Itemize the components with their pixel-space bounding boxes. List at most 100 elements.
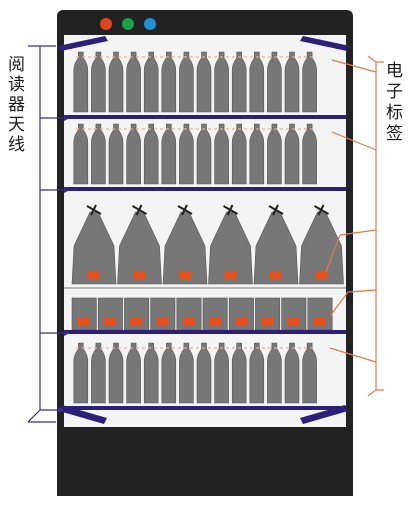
tag-leader-lines — [325, 55, 384, 397]
bottle-icon — [161, 342, 177, 404]
bottle-icon — [284, 342, 300, 404]
bottle-icon — [231, 123, 247, 185]
bottle-icon — [108, 123, 124, 185]
box-icon — [97, 297, 123, 331]
box-icon — [71, 297, 97, 331]
rfid-tag-icon — [287, 317, 300, 325]
rfid-tag-icon — [133, 272, 146, 280]
shelf-bar — [64, 406, 346, 410]
indicator-red-icon — [100, 18, 112, 30]
rfid-tag-icon — [315, 272, 328, 280]
antenna-arrowheads — [58, 115, 70, 413]
rfid-tag-icon — [130, 317, 143, 325]
bottle-icon — [91, 51, 106, 113]
box-icon — [124, 297, 150, 331]
box-icon — [228, 297, 254, 331]
rfid-tag-icon — [156, 317, 169, 325]
indicator-green-icon — [122, 18, 134, 30]
box-item — [228, 297, 254, 331]
rfid-tag-icon — [313, 317, 326, 325]
bottle-shelves — [73, 51, 317, 404]
bottle-icon — [108, 51, 124, 113]
bottle-icon — [91, 342, 106, 404]
bag-tie-icon — [272, 204, 279, 216]
box-item — [97, 297, 123, 331]
bottle-row — [73, 51, 317, 113]
bottle-row — [73, 342, 317, 404]
bottle-icon — [231, 51, 247, 113]
box-item — [281, 297, 307, 331]
bottle-row — [73, 123, 317, 185]
bottle-icon — [143, 342, 159, 404]
bottle-icon — [214, 342, 229, 404]
box-icon — [281, 297, 307, 331]
bottle-icon — [267, 342, 282, 404]
bottle-icon — [126, 342, 141, 404]
rfid-tag-icon — [104, 317, 117, 325]
bottle-icon — [196, 342, 212, 404]
box-item — [124, 297, 150, 331]
bottle-icon — [302, 51, 317, 113]
bottle-icon — [179, 51, 194, 113]
box-shelf — [71, 297, 333, 331]
bottle-icon — [161, 123, 177, 185]
shelf-bar — [64, 330, 346, 334]
antenna-top-right-icon — [300, 36, 350, 51]
bottle-icon — [267, 51, 282, 113]
antenna-bottom-right-icon — [300, 405, 348, 424]
bottle-icon — [143, 51, 159, 113]
antenna-top-left-icon — [58, 36, 108, 51]
box-item — [176, 297, 202, 331]
bag-item — [253, 204, 299, 285]
bottle-icon — [73, 51, 89, 113]
rfid-tag-icon — [179, 272, 191, 280]
box-icon — [202, 297, 228, 331]
bottle-icon — [108, 342, 124, 404]
bottle-icon — [196, 123, 212, 185]
bottle-icon — [91, 123, 106, 185]
antenna-bottom-left-icon — [59, 405, 107, 424]
bottle-icon — [249, 51, 265, 113]
rfid-tag-icon — [261, 317, 274, 325]
bottle-icon — [302, 123, 317, 185]
box-item — [71, 297, 97, 331]
box-item — [202, 297, 228, 331]
bag-item — [299, 204, 344, 285]
bag-item — [208, 204, 253, 285]
box-icon — [150, 297, 176, 331]
bag-tie-icon — [135, 204, 143, 216]
bottle-icon — [214, 51, 229, 113]
bottle-icon — [161, 51, 177, 113]
box-item — [150, 297, 176, 331]
bottle-icon — [231, 342, 247, 404]
bottle-icon — [196, 51, 212, 113]
bag-tie-icon — [226, 204, 234, 216]
box-item — [255, 297, 281, 331]
shelf-bar — [64, 115, 346, 119]
bottle-icon — [126, 123, 141, 185]
bottle-icon — [302, 342, 317, 404]
bag-item — [162, 204, 208, 285]
shelf-bar — [64, 187, 346, 191]
rfid-tag-icon — [209, 317, 221, 325]
cabinet-base — [57, 427, 353, 496]
bag-tie-icon — [90, 204, 97, 216]
bottle-icon — [179, 123, 194, 185]
box-icon — [176, 297, 202, 331]
bottle-icon — [214, 123, 229, 185]
box-icon — [307, 297, 333, 331]
bag-tie-icon — [181, 204, 188, 216]
bottle-icon — [143, 123, 159, 185]
rfid-tag-icon — [235, 317, 248, 325]
shelf-divider — [64, 287, 346, 289]
bottle-icon — [126, 51, 141, 113]
rfid-tag-icon — [88, 272, 100, 280]
rfid-tag-label: 电子标签 — [386, 61, 403, 144]
box-icon — [255, 297, 281, 331]
rfid-tag-icon — [182, 317, 195, 325]
rfid-tag-icon — [270, 272, 282, 280]
bottle-icon — [249, 342, 265, 404]
reader-antenna-label: 阅读器天线 — [8, 55, 25, 155]
bottle-icon — [284, 51, 300, 113]
